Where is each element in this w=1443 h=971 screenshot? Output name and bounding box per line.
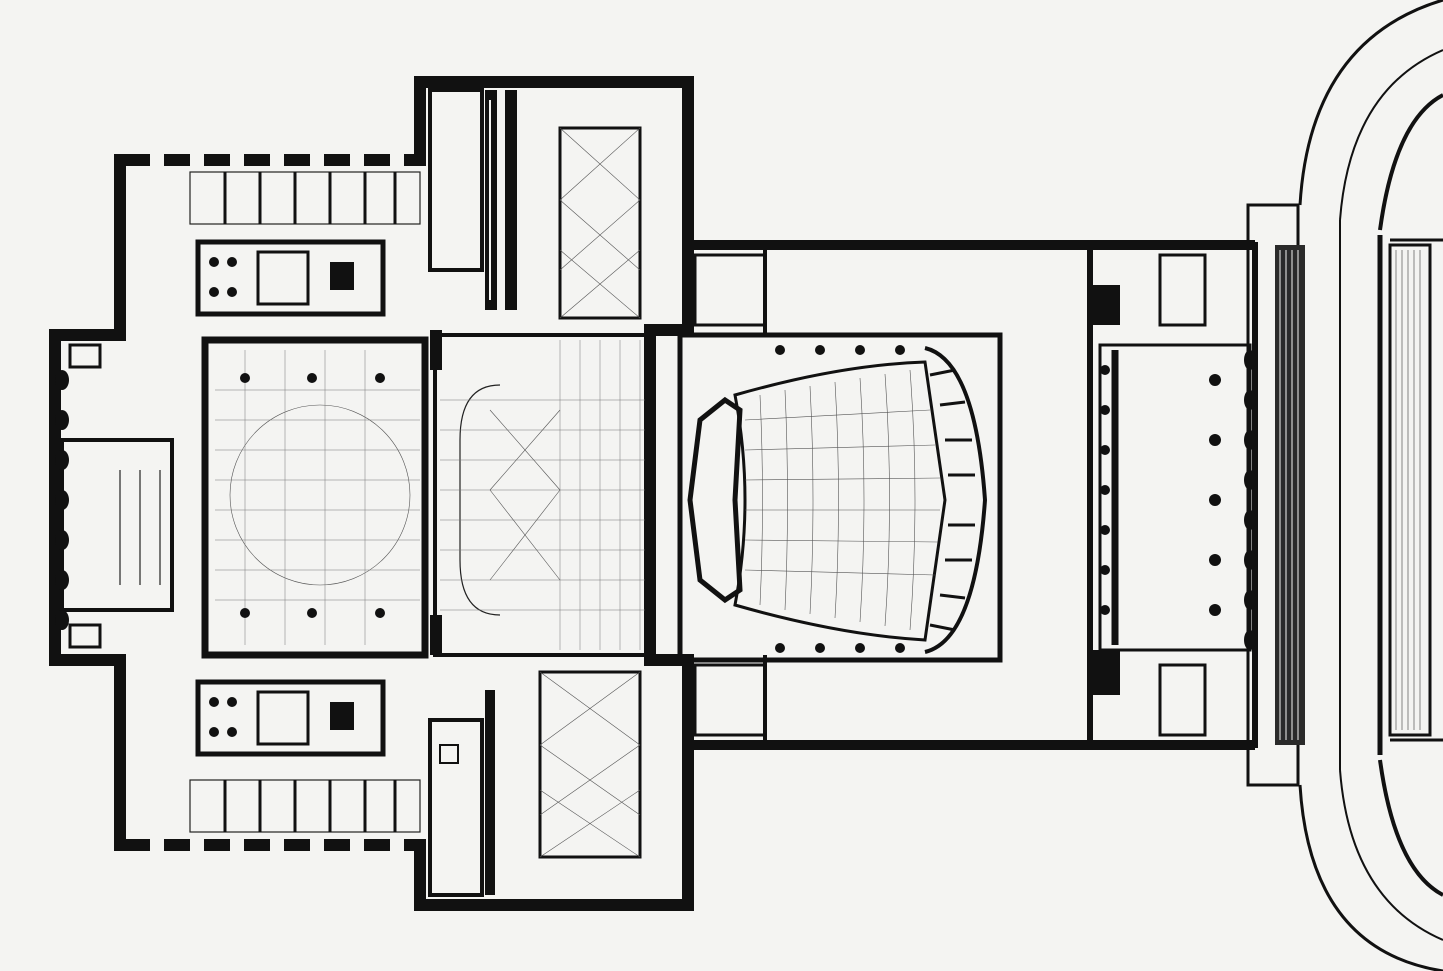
- box-tier: [924, 346, 988, 654]
- south-stair-block: [195, 679, 386, 757]
- south-side-stage: [428, 670, 642, 897]
- north-windows: [150, 154, 404, 166]
- north-room-row: [189, 171, 421, 225]
- orchestra-pit: [687, 396, 743, 604]
- west-bay: [60, 343, 174, 649]
- main-stage: [430, 330, 652, 657]
- entrance-portico: [1246, 203, 1305, 787]
- south-windows: [150, 839, 404, 851]
- south-room-row: [189, 779, 421, 833]
- north-side-stage: [428, 88, 642, 320]
- foyer-columns-west: [1100, 365, 1110, 615]
- foyer-columns-center: [1209, 374, 1221, 616]
- west-wing: [49, 76, 694, 911]
- north-stair-block: [195, 239, 386, 317]
- carriage-drive: [1298, 0, 1443, 971]
- seating-fan: [733, 360, 947, 642]
- west-bay-columns: [55, 370, 69, 630]
- rear-stage: [201, 336, 429, 659]
- box-partitions: [929, 368, 975, 632]
- auditorium-columns: [775, 345, 905, 653]
- west-wing-outer-wall: [49, 76, 694, 911]
- seating-rows: [744, 369, 941, 631]
